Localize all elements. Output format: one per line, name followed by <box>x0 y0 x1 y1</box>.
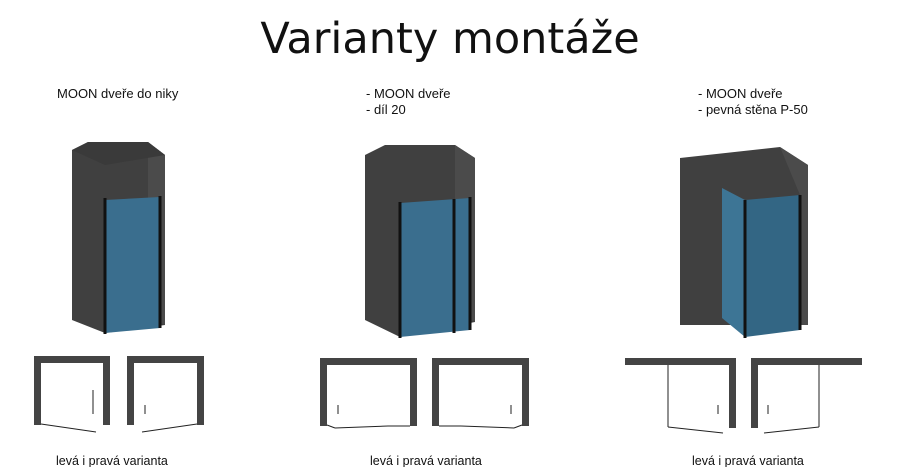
variant-3-render <box>680 147 808 338</box>
caption-line: - MOON dveře <box>698 86 783 101</box>
page-title: Varianty montáže <box>260 14 640 64</box>
variant-1-render <box>72 142 165 334</box>
variant-3-label: levá i pravá varianta <box>692 454 804 467</box>
variant-1-caption: MOON dveře do niky <box>57 86 178 102</box>
variant-1-label: levá i pravá varianta <box>56 454 168 467</box>
floor-plans <box>34 356 862 428</box>
caption-line: - MOON dveře <box>366 86 451 101</box>
caption-line: - pevná stěna P-50 <box>698 102 808 117</box>
caption-line: - díl 20 <box>366 102 406 117</box>
caption-line: MOON dveře do niky <box>57 86 179 101</box>
variant-2-caption: - MOON dveře- díl 20 <box>366 86 451 118</box>
variant-3-caption: - MOON dveře- pevná stěna P-50 <box>698 86 808 118</box>
door-swing-lines <box>40 365 820 434</box>
variant-2-label: levá i pravá varianta <box>370 454 482 467</box>
variant-2-render <box>365 145 475 338</box>
